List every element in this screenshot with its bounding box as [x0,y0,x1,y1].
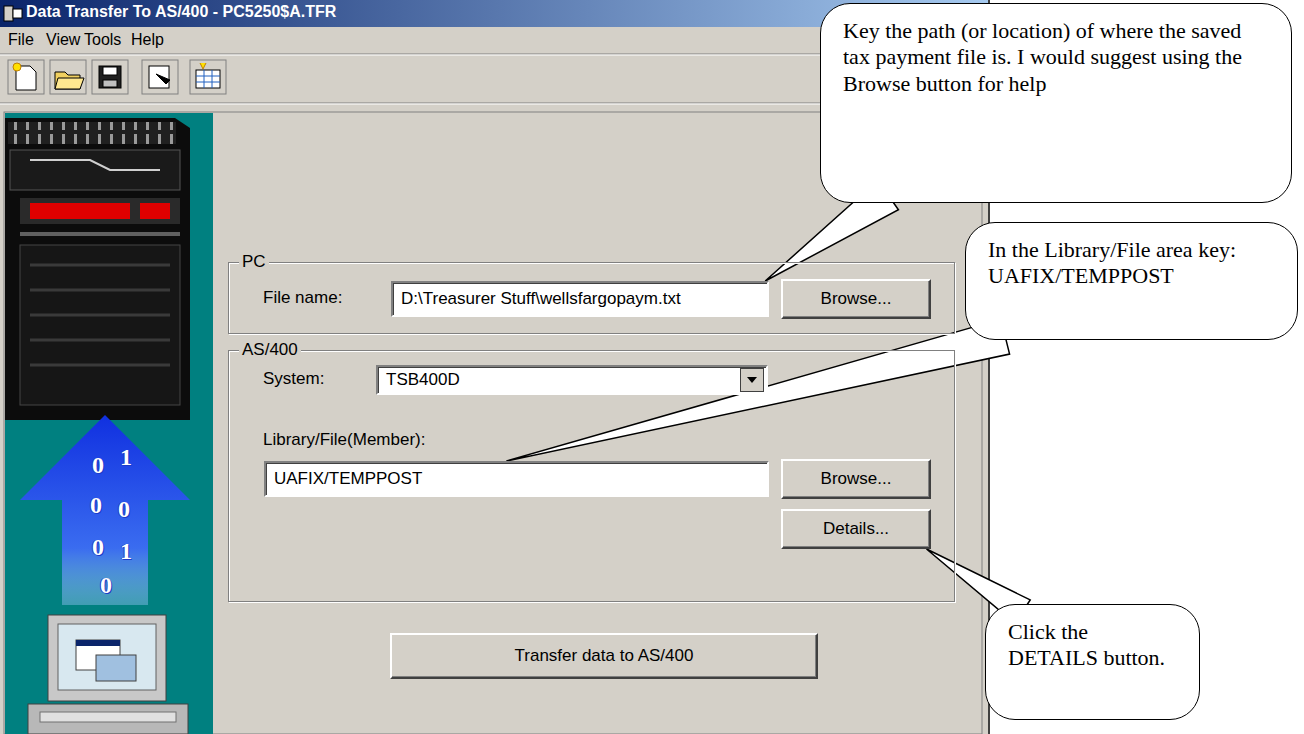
push-button: Browse... [781,279,931,319]
callout-text: Key the path (or location) of where the … [843,18,1242,96]
binary-digit: 0 [92,452,104,479]
field-label: File name: [263,288,342,308]
window-title: Data Transfer To AS/400 - PC5250$A.TFR [26,3,336,21]
binary-digit: 0 [118,496,130,523]
push-button: Details... [781,509,931,549]
menu-item: View [46,31,80,49]
callout-bubble: Click the DETAILS button. [985,604,1200,720]
group-box: AS/400TSB400DUAFIX/TEMPPOSTBrowse...Deta… [228,350,955,602]
toolbar [8,60,226,94]
push-button: Browse... [781,459,931,499]
group-heading: AS/400 [239,340,301,360]
control-text: Browse... [821,469,892,489]
binary-digit: 0 [100,572,112,599]
menu-item: File [8,31,34,49]
field-label: System: [263,369,324,389]
callout-bubble: In the Library/File area key: UAFIX/TEMP… [965,222,1298,340]
binary-digit: 1 [120,444,132,471]
callout-text: Click the DETAILS button. [1008,619,1165,670]
binary-digit: 0 [90,492,102,519]
control-text: D:\Treasurer Stuff\wellsfargopaym.txt [401,289,681,309]
dropdown-button [740,368,764,392]
control-text: Browse... [821,289,892,309]
combo-box: TSB400D [376,365,768,395]
control-text: Details... [823,519,889,539]
group-heading: PC [239,252,269,272]
text-field: UAFIX/TEMPPOST [264,461,769,497]
callout-bubble: Key the path (or location) of where the … [820,3,1292,203]
text-field: D:\Treasurer Stuff\wellsfargopaym.txt [391,281,769,317]
push-button: Transfer data to AS/400 [390,633,818,679]
control-text: Transfer data to AS/400 [515,646,694,666]
menu-item: Tools [84,31,121,49]
binary-digit: 0 [92,534,104,561]
control-text: UAFIX/TEMPPOST [274,469,422,489]
transfer-illustration [5,113,213,734]
binary-digit: 1 [120,538,132,565]
callout-text: In the Library/File area key: UAFIX/TEMP… [988,237,1236,288]
control-text: TSB400D [386,370,460,390]
menu-item: Help [131,31,164,49]
field-label: Library/File(Member): [263,430,425,450]
